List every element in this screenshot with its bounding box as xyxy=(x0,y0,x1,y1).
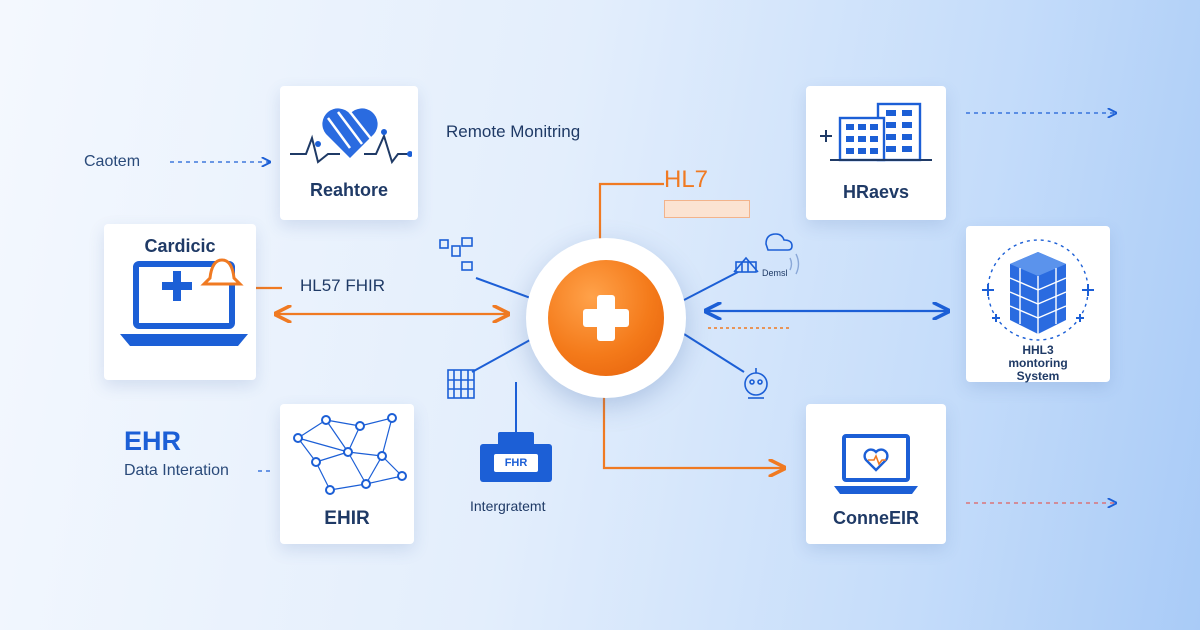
heart-monitor-card[interactable]: Reahtore xyxy=(280,86,418,220)
devices-icon xyxy=(439,237,473,271)
grid-rack-icon xyxy=(447,369,475,399)
hl57-fhir-label: HL57 FHIR xyxy=(300,276,386,295)
data-integration-label: Data Interation xyxy=(124,462,229,479)
signal-icon xyxy=(789,253,800,275)
ehr-network-card[interactable]: EHIR xyxy=(280,404,414,544)
server-cube-icon xyxy=(982,239,1094,341)
hospital-building-icon xyxy=(820,102,932,162)
cloud-icon xyxy=(765,233,793,251)
device-top xyxy=(498,432,534,444)
network-icon xyxy=(293,413,407,495)
ehr-card-label: EHIR xyxy=(324,508,370,529)
caotem-label: Caotem xyxy=(84,153,141,170)
laptop-connect-card[interactable]: ConneEIR xyxy=(806,404,946,544)
laptop-heart-icon xyxy=(834,434,918,494)
heart-card-label: Reahtore xyxy=(309,180,389,200)
hospital-card[interactable]: HRaevs xyxy=(806,86,946,220)
clinic-building-icon xyxy=(733,256,759,273)
remote-monitoring-label: Remote Monitring xyxy=(446,122,581,141)
laptop-card-label: ConneEIR xyxy=(832,508,919,528)
laptop-medical-icon xyxy=(120,258,248,346)
integration-device[interactable]: FHR xyxy=(480,432,552,482)
cardiac-card-label: Cardicic xyxy=(144,236,216,256)
central-hub[interactable] xyxy=(526,238,686,398)
hl7-label: HL7 xyxy=(664,166,709,193)
integration-label: Intergratemt xyxy=(470,498,546,514)
heart-pulse-icon xyxy=(290,108,412,165)
medical-plus-icon xyxy=(548,260,664,376)
demsl-label: Demsl xyxy=(762,268,788,278)
device-label: FHR xyxy=(494,454,538,472)
monitoring-system-card[interactable]: HHL3 montoring System xyxy=(966,226,1110,383)
hl7-tag xyxy=(664,200,750,218)
plus-vertical-bar xyxy=(597,295,615,341)
cardiac-card[interactable]: Cardicic xyxy=(104,224,256,380)
ehr-title: EHR xyxy=(124,426,182,456)
monitoring-card-label: HHL3 montoring System xyxy=(1008,343,1068,383)
robot-icon xyxy=(744,368,768,399)
hospital-card-label: HRaevs xyxy=(842,182,910,202)
